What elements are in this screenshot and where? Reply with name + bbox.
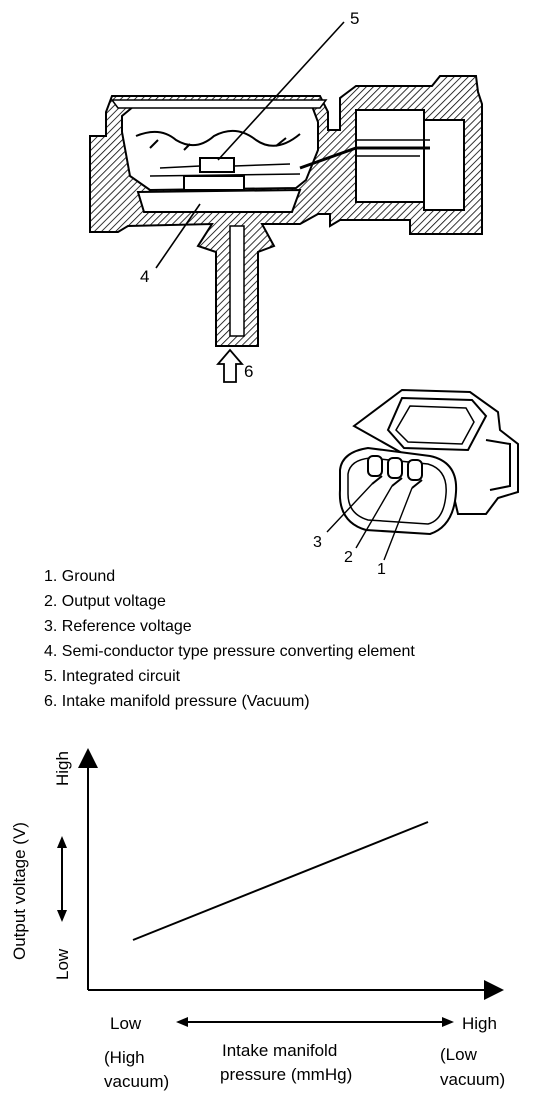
- callout-5-leader: [217, 21, 345, 161]
- x-low-label: Low: [110, 1014, 142, 1033]
- x-high-label: High: [462, 1014, 497, 1033]
- x-high-note-line2: vacuum): [440, 1070, 505, 1089]
- connector-drawing: [338, 388, 519, 536]
- legend-list: 1. Ground 2. Output voltage 3. Reference…: [44, 564, 415, 714]
- x-low-note-line2: vacuum): [104, 1072, 169, 1091]
- y-high-label: High: [53, 751, 72, 786]
- pin-1-label: 1: [377, 561, 386, 578]
- pin-2-leader: [355, 485, 393, 549]
- legend-item-output-voltage: 2. Output voltage: [44, 593, 166, 610]
- callout-4-label: 4: [140, 267, 149, 286]
- callout-4-leader: [155, 203, 201, 269]
- legend-item-reference-voltage: 3. Reference voltage: [44, 618, 192, 635]
- pin-2-label: 2: [344, 549, 353, 566]
- pin-3-leader: [326, 483, 373, 533]
- vacuum-arrow-icon: [216, 348, 244, 383]
- y-low-label: Low: [53, 948, 72, 980]
- callout-5-label: 5: [350, 9, 359, 28]
- sensor-cross-section: [89, 75, 483, 347]
- pin-3-label: 3: [313, 534, 322, 551]
- x-axis-title-line1: Intake manifold: [222, 1041, 337, 1060]
- voltage-graph: [57, 748, 504, 1027]
- legend-item-intake-pressure: 6. Intake manifold pressure (Vacuum): [44, 693, 310, 710]
- pin-1-leader: [383, 487, 413, 561]
- callout-6-label: 6: [244, 362, 253, 381]
- x-high-note-line1: (Low: [440, 1045, 478, 1064]
- legend-item-pressure-element: 4. Semi-conductor type pressure converti…: [44, 643, 415, 660]
- legend-item-ground: 1. Ground: [44, 568, 116, 585]
- x-low-note-line1: (High: [104, 1048, 145, 1067]
- x-axis-title-line2: pressure (mmHg): [220, 1065, 352, 1084]
- output-voltage-line: [132, 821, 429, 941]
- legend-item-integrated-circuit: 5. Integrated circuit: [44, 668, 181, 685]
- y-axis-title: Output voltage (V): [10, 822, 29, 960]
